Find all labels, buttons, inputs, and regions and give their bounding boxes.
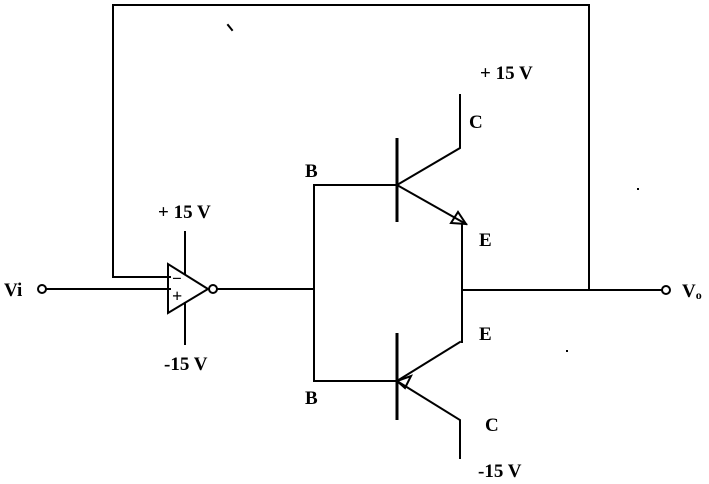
pnp-emitter-label: E bbox=[479, 324, 492, 345]
npn-emitter-arrow bbox=[449, 210, 468, 226]
stray-mark bbox=[226, 23, 234, 32]
npn-base-label: B bbox=[305, 161, 318, 182]
pnp-base-label: B bbox=[305, 388, 318, 409]
npn-emitter-label: E bbox=[479, 230, 492, 251]
npn-transistor bbox=[395, 94, 468, 226]
op-amp-negative-supply-label: -15 V bbox=[164, 354, 208, 375]
op-amp: − + bbox=[167, 231, 218, 345]
pnp-emitter-lead bbox=[395, 340, 462, 383]
output-label-main: V bbox=[682, 281, 696, 302]
op-amp-body bbox=[167, 262, 210, 315]
npn-emitter-lead bbox=[395, 183, 468, 226]
output-terminal bbox=[661, 285, 671, 295]
stray-dot bbox=[566, 350, 568, 352]
op-amp-noninverting-sign: + bbox=[172, 286, 182, 306]
pnp-collector-lead bbox=[395, 379, 461, 459]
pnp-transistor bbox=[395, 333, 462, 459]
op-amp-positive-supply-label: + 15 V bbox=[158, 202, 211, 223]
npn-collector-label: C bbox=[469, 112, 483, 133]
pnp-emitter-arrow bbox=[395, 374, 414, 390]
pnp-collector-label: C bbox=[485, 415, 499, 436]
feedback-wire bbox=[112, 4, 590, 291]
op-amp-inverting-sign: − bbox=[172, 269, 182, 288]
npn-collector-supply-label: + 15 V bbox=[480, 63, 533, 84]
base-bus-wire bbox=[313, 184, 398, 382]
npn-collector-lead bbox=[395, 94, 461, 187]
output-label: Vo bbox=[682, 281, 702, 302]
pnp-collector-supply-label: -15 V bbox=[478, 461, 522, 482]
output-label-subscript: o bbox=[696, 288, 702, 302]
input-label: Vi bbox=[4, 280, 22, 301]
op-amp-output-bubble bbox=[208, 284, 218, 294]
input-terminal bbox=[37, 284, 47, 294]
stray-dot bbox=[637, 188, 639, 190]
